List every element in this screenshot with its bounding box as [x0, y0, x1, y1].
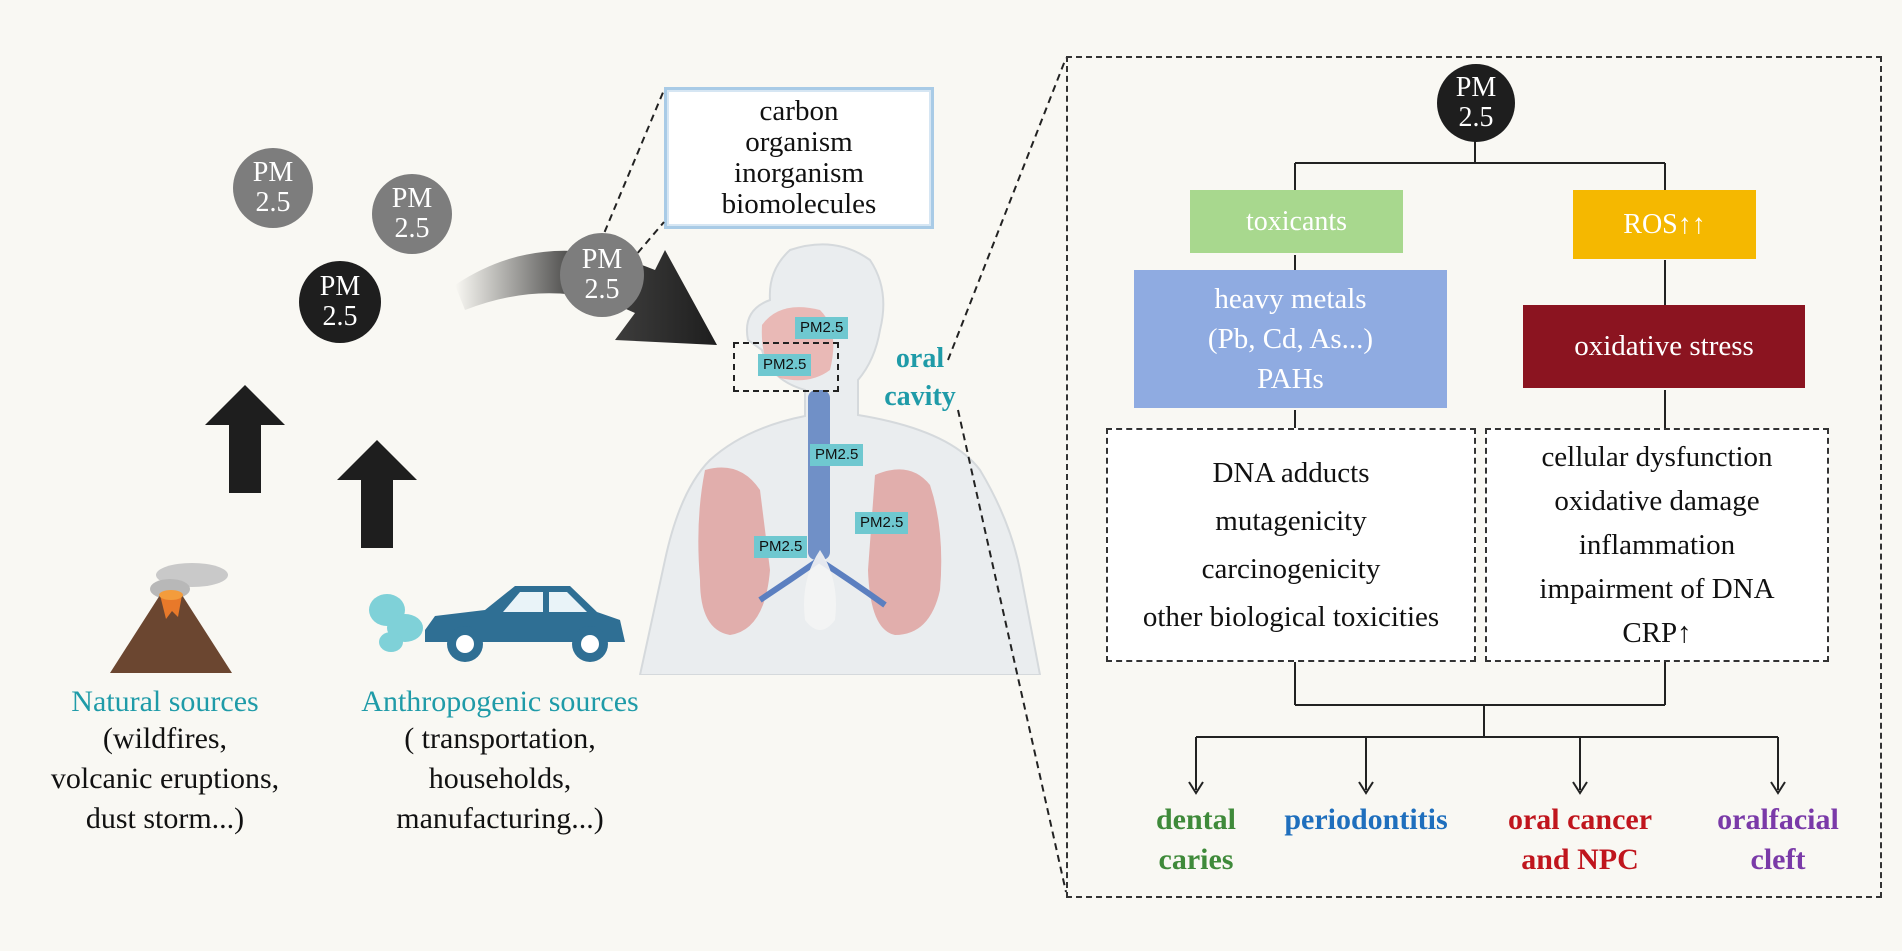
toxicants-label: toxicants [1245, 205, 1348, 237]
pm-label: PM [581, 244, 623, 275]
ros-label: ROS↑↑ [1623, 208, 1706, 240]
car-icon [369, 586, 625, 662]
pm25-tag-oral: PM2.5 [758, 354, 812, 376]
toxicants-box: toxicants [1190, 190, 1403, 253]
pm25-tag-left-lung: PM2.5 [754, 536, 808, 558]
outcome-line: periodontitis [1284, 803, 1448, 836]
toxicant-effect: other biological toxicities [1142, 601, 1440, 633]
volcano-icon [110, 563, 232, 673]
pm25-tag-trachea: PM2.5 [810, 444, 864, 466]
oxidative-effect: inflammation [1578, 529, 1736, 561]
outcome-line: and NPC [1521, 843, 1639, 876]
curved-arrow [455, 250, 717, 345]
outcome-line: caries [1158, 843, 1234, 876]
outcome-periodontitis: periodontitis [1266, 800, 1466, 840]
pm-label: PM [391, 183, 433, 214]
pm-label-size: 2.5 [322, 301, 358, 332]
oral-cavity-label-line: cavity [884, 381, 956, 412]
natural-sources-line: dust storm...) [85, 802, 245, 835]
oxidative-effect: cellular dysfunction [1541, 441, 1773, 473]
toxicant-effects-box: DNA adducts mutagenicity carcinogenicity… [1106, 428, 1476, 662]
pm25-particle: PM 2.5 [372, 174, 452, 254]
oxidative-effect: CRP↑ [1622, 617, 1692, 649]
toxicant-effect: carcinogenicity [1201, 553, 1381, 585]
anthropogenic-sources-line: ( transportation, [404, 722, 596, 755]
ros-box: ROS↑↑ [1573, 190, 1756, 259]
mechanism-panel [1066, 56, 1882, 898]
pm25-composition-box: carbon organism inorganism biomolecules [664, 87, 934, 229]
natural-sources-title: Natural sources [71, 685, 259, 718]
outcome-line: oral cancer [1507, 803, 1653, 836]
outcome-oralfacial-cleft: oralfacial cleft [1692, 800, 1864, 880]
toxicant-effect: DNA adducts [1212, 457, 1370, 489]
pm-label: PM [252, 157, 294, 188]
up-arrow-icon [205, 385, 285, 493]
outcome-line: oralfacial [1717, 803, 1839, 836]
oxidative-stress-label: oxidative stress [1574, 330, 1754, 362]
toxicant-effect: mutagenicity [1215, 505, 1367, 537]
pm25-tag-nasal: PM2.5 [795, 317, 849, 339]
outcome-line: dental [1155, 803, 1236, 836]
anthropogenic-sources: Anthropogenic sources ( transportation, … [330, 685, 670, 839]
anthropogenic-sources-title: Anthropogenic sources [361, 685, 639, 718]
oral-cavity-label: oral cavity [880, 340, 960, 416]
pm25-particle: PM 2.5 [299, 261, 381, 343]
anthropogenic-sources-line: households, [428, 762, 572, 795]
oxidative-effect: impairment of DNA [1539, 573, 1775, 605]
outcome-line: cleft [1750, 843, 1806, 876]
pm-label-size: 2.5 [1458, 102, 1494, 133]
composition-item: organism [745, 126, 853, 158]
natural-sources-line: volcanic eruptions, [50, 762, 280, 795]
oxidative-effect: oxidative damage [1554, 485, 1760, 517]
heavy-metals-line: heavy metals [1214, 283, 1367, 315]
pm25-source-node: PM 2.5 [1437, 64, 1515, 142]
pm25-particle-airborne: PM 2.5 [560, 233, 644, 317]
pm25-tag-right-lung: PM2.5 [855, 512, 909, 534]
heavy-metals-box: heavy metals (Pb, Cd, As...) PAHs [1134, 270, 1447, 408]
heavy-metals-line: PAHs [1257, 363, 1324, 395]
oral-cavity-highlight [733, 342, 839, 392]
outcome-oral-cancer: oral cancer and NPC [1490, 800, 1670, 880]
pm-label-size: 2.5 [584, 274, 620, 305]
natural-sources: Natural sources (wildfires, volcanic eru… [20, 685, 310, 839]
anthropogenic-sources-line: manufacturing...) [396, 802, 604, 835]
composition-item: carbon [759, 95, 839, 127]
pm-label: PM [1455, 72, 1497, 103]
outcome-dental-caries: dental caries [1126, 800, 1266, 880]
pm-label-size: 2.5 [255, 187, 291, 218]
up-arrow-icon [337, 440, 417, 548]
pm25-particle: PM 2.5 [233, 148, 313, 228]
composition-item: biomolecules [721, 188, 877, 220]
oxidative-stress-box: oxidative stress [1523, 305, 1805, 388]
pm-label: PM [319, 271, 361, 302]
pm-label-size: 2.5 [394, 213, 430, 244]
composition-item: inorganism [734, 157, 864, 189]
natural-sources-line: (wildfires, [102, 722, 228, 755]
heavy-metals-line: (Pb, Cd, As...) [1207, 323, 1374, 355]
oxidative-effects-box: cellular dysfunction oxidative damage in… [1485, 428, 1829, 662]
oral-cavity-label-line: oral [895, 343, 945, 374]
